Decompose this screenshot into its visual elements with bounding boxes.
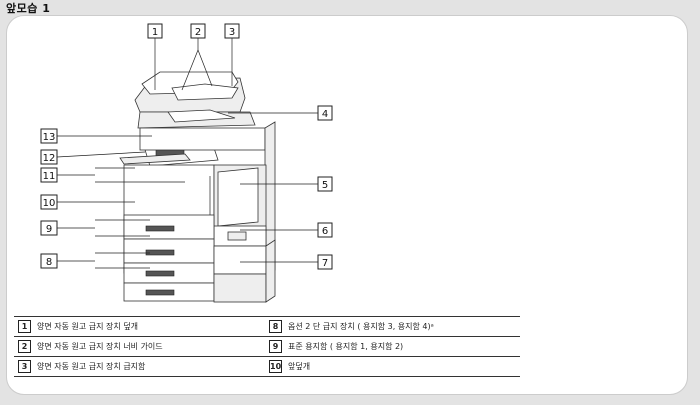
- legend-item: 9 표준 용지함 ( 용지함 1, 용지함 2): [265, 336, 520, 357]
- callout-12: 12: [40, 149, 58, 165]
- svg-text:11: 11: [43, 171, 56, 182]
- page-title: 앞모습 1: [6, 2, 51, 15]
- legend-number: 2: [18, 340, 31, 353]
- callout-11: 11: [40, 167, 58, 183]
- legend-number: 8: [269, 320, 282, 333]
- legend-item: 3 양면 자동 원고 급지 장치 급지함: [14, 356, 265, 377]
- legend-label: 옵션 2 단 급지 장치 ( 용지함 3, 용지함 4)ᵃ: [288, 322, 434, 331]
- legend-item: 8 옵션 2 단 급지 장치 ( 용지함 3, 용지함 4)ᵃ: [265, 316, 520, 337]
- legend-item: 2 양면 자동 원고 급지 장치 너비 가이드: [14, 336, 265, 357]
- adf-unit: [134, 71, 256, 129]
- paper-trays: [123, 214, 276, 303]
- svg-text:10: 10: [43, 198, 56, 209]
- legend-number: 1: [18, 320, 31, 333]
- legend-label: 양면 자동 원고 급지 장치 덮개: [37, 322, 139, 331]
- legend-item: 1 양면 자동 원고 급지 장치 덮개: [14, 316, 265, 337]
- svg-text:9: 9: [46, 224, 52, 235]
- svg-text:8: 8: [46, 257, 52, 268]
- svg-text:4: 4: [322, 109, 328, 120]
- svg-text:2: 2: [195, 27, 201, 38]
- legend-row: 1 양면 자동 원고 급지 장치 덮개 8 옵션 2 단 급지 장치 ( 용지함 3…: [14, 316, 520, 337]
- legend-number: 3: [18, 360, 31, 373]
- svg-text:3: 3: [229, 27, 235, 38]
- callout-8: 8: [40, 253, 58, 269]
- svg-text:5: 5: [322, 180, 328, 191]
- callout-13: 13: [40, 128, 58, 144]
- legend-row: 2 양면 자동 원고 급지 장치 너비 가이드 9 표준 용지함 ( 용지함 1, …: [14, 336, 520, 357]
- leader-lines: [56, 38, 318, 269]
- legend-label: 앞덮개: [288, 362, 311, 371]
- legend-item: 10 앞덮개: [265, 356, 520, 377]
- callout-3: 3: [224, 23, 240, 39]
- callout-1: 1: [147, 23, 163, 39]
- callout-9: 9: [40, 220, 58, 236]
- callout-4: 4: [317, 105, 333, 121]
- legend-label: 양면 자동 원고 급지 장치 급지함: [37, 362, 146, 371]
- callout-2: 2: [190, 23, 206, 39]
- callout-7: 7: [317, 254, 333, 270]
- svg-text:7: 7: [322, 258, 328, 269]
- callout-5: 5: [317, 176, 333, 192]
- svg-text:1: 1: [152, 27, 158, 38]
- svg-text:6: 6: [322, 226, 328, 237]
- legend-label: 양면 자동 원고 급지 장치 너비 가이드: [37, 342, 163, 351]
- legend-label: 표준 용지함 ( 용지함 1, 용지함 2): [288, 342, 404, 351]
- legend-table: 1 양면 자동 원고 급지 장치 덮개 8 옵션 2 단 급지 장치 ( 용지함 3…: [14, 316, 520, 377]
- svg-text:12: 12: [43, 153, 56, 164]
- legend-row: 3 양면 자동 원고 급지 장치 급지함 10 앞덮개: [14, 356, 520, 377]
- legend-number: 10: [269, 360, 282, 373]
- legend-number: 9: [269, 340, 282, 353]
- callout-6: 6: [317, 222, 333, 238]
- callout-10: 10: [40, 194, 58, 210]
- svg-text:13: 13: [43, 132, 56, 143]
